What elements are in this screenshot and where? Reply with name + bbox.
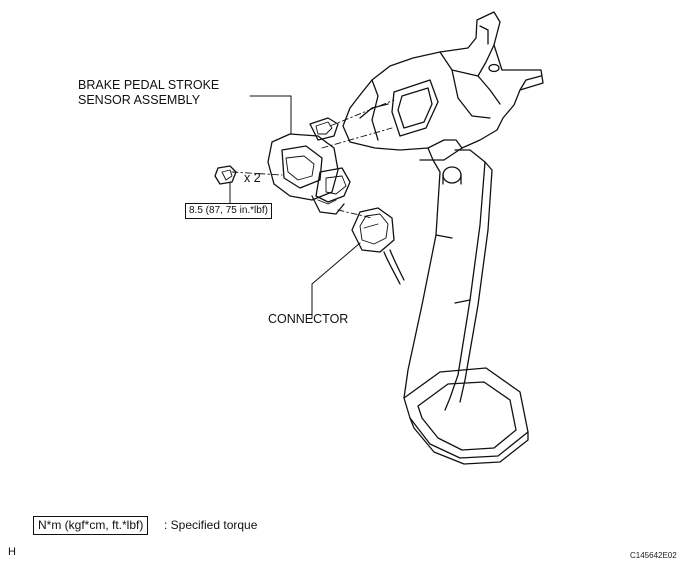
bolt [214,165,237,185]
alignment-lines [231,99,395,219]
connector-label: CONNECTOR [268,312,349,326]
pedal-bracket [342,11,544,185]
wire-connector [351,207,405,285]
figure-id: C145642E02 [630,551,677,560]
bolt-quantity: x 2 [244,171,261,185]
torque-legend-description: : Specified torque [164,518,258,532]
bolt-torque-spec: 8.5 (87, 75 in.*lbf) [185,203,272,219]
torque-unit-legend-box: N*m (kgf*cm, ft.*lbf) [33,516,149,535]
sensor-label-line2: SENSOR ASSEMBLY [78,93,201,107]
pedal-pad [403,367,529,465]
footer-code: H [8,546,16,558]
leader-lines [229,95,361,319]
stroke-sensor-assembly [267,117,351,215]
sensor-label-line1: BRAKE PEDAL STROKE [78,78,220,92]
